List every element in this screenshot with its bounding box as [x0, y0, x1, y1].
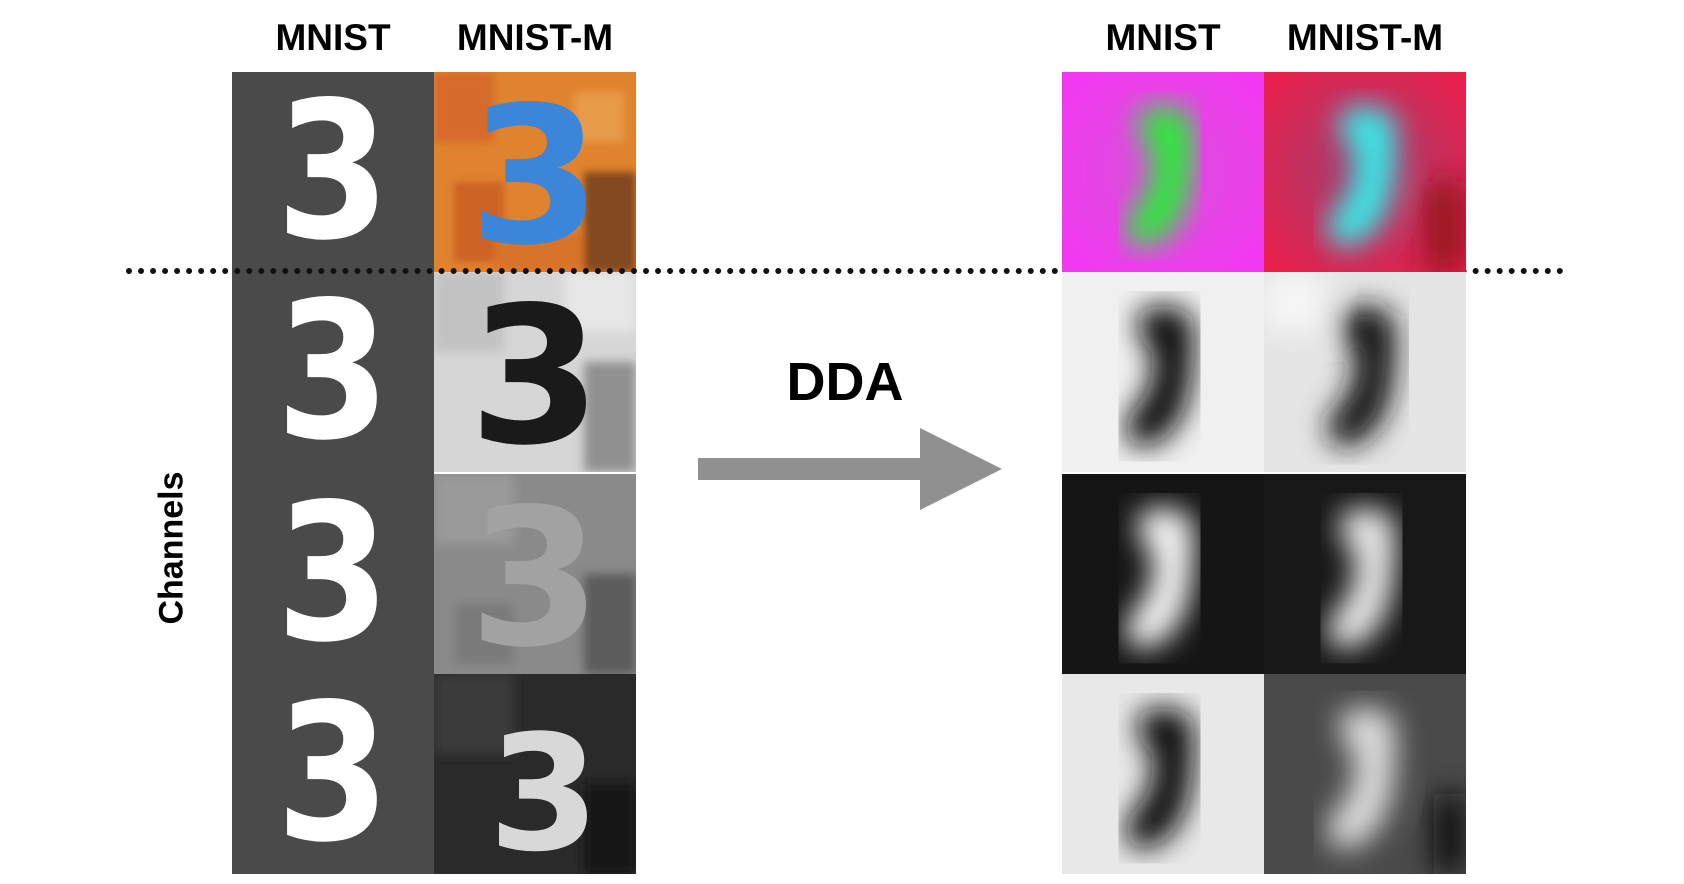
mnist-channel-2: 3: [232, 474, 434, 674]
right-header-mnist: MNIST: [1105, 17, 1221, 58]
channels-label: Channels: [152, 471, 191, 625]
right-mnistm-column: [1264, 72, 1466, 874]
right-header-mnistm: MNIST-M: [1286, 17, 1444, 58]
left-mnist-column: 3 3 3 3: [232, 72, 434, 874]
dda-mnistm-channel-1: [1264, 272, 1466, 472]
mnist-channel-1: 3: [232, 272, 434, 472]
mnistm-channel-2: 3: [434, 474, 636, 674]
mnistm-rgb-image: 3: [434, 72, 636, 272]
mnist-digit: 3: [276, 272, 390, 472]
mnist-channel-3: 3: [232, 674, 434, 874]
mnistm-channel-3: 3: [434, 674, 636, 874]
dda-mnist-rgb-image: [1062, 72, 1264, 272]
mnistm-digit: 3: [488, 700, 599, 874]
mnistm-digit: 3: [469, 272, 601, 472]
dda-mnistm-channel-2: [1264, 474, 1466, 674]
right-mnist-column: [1062, 72, 1264, 874]
dda-label: DDA: [786, 352, 904, 412]
dda-mnist-channel-3: [1062, 674, 1264, 874]
mnist-digit: 3: [276, 674, 390, 874]
rgb-channel-separator: [126, 268, 1564, 274]
left-mnistm-column: 3 3 3: [434, 72, 636, 874]
dda-mnist-channel-1: [1062, 272, 1264, 472]
mnist-rgb-image: 3: [232, 72, 434, 272]
dda-mnistm-rgb-image: [1264, 72, 1466, 272]
right-arrow-icon: [698, 428, 1002, 510]
mnistm-digit: 3: [469, 72, 601, 272]
left-header-mnist: MNIST: [275, 17, 391, 58]
mnistm-digit: 3: [469, 474, 601, 674]
mnist-digit: 3: [276, 474, 390, 674]
left-header-mnistm: MNIST-M: [456, 17, 614, 58]
dda-mnistm-channel-3: [1264, 674, 1466, 874]
mnistm-channel-1: 3: [434, 272, 636, 472]
dda-mnist-channel-2: [1062, 474, 1264, 674]
mnist-digit: 3: [276, 72, 390, 272]
